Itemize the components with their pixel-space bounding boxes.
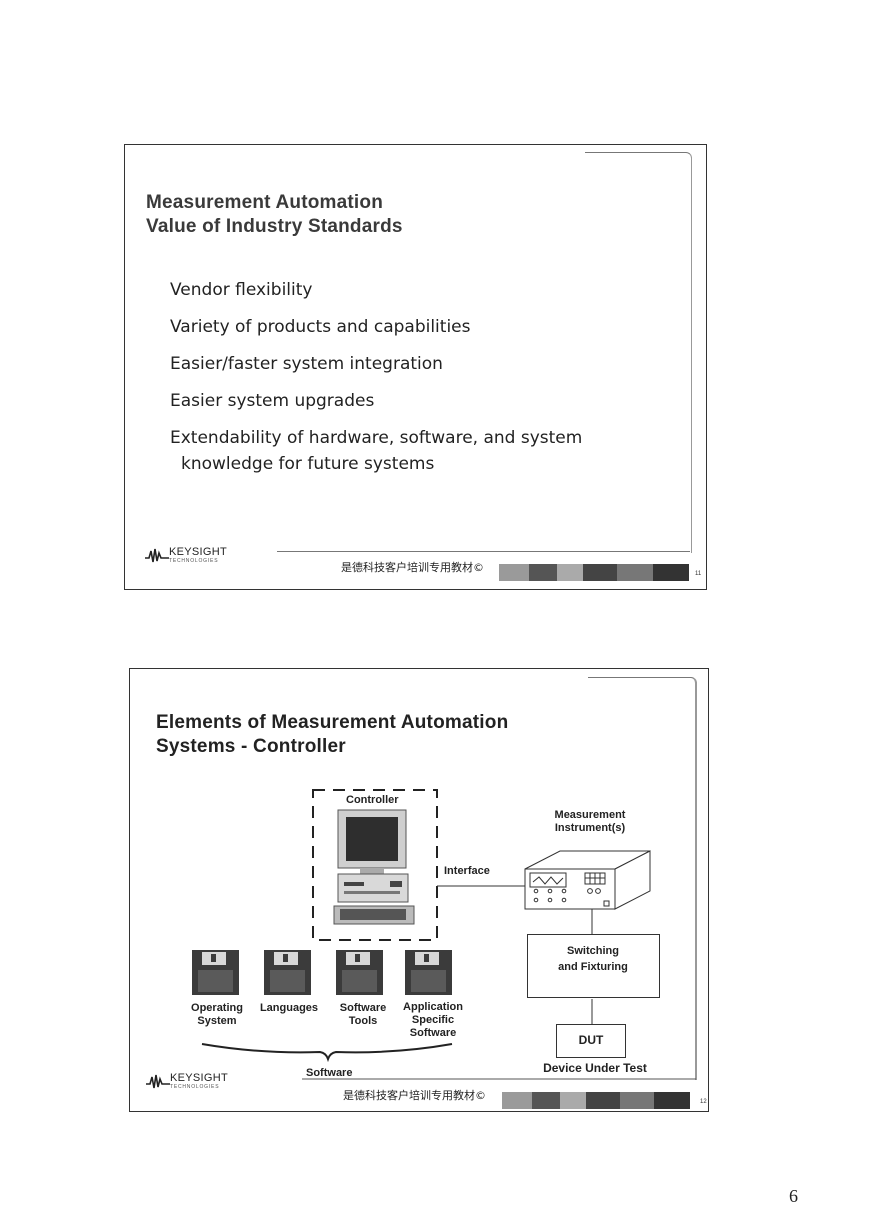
keysight-wave-icon: [145, 547, 169, 563]
logo-name: KEYSIGHT: [169, 547, 227, 558]
footer-image-strip: [502, 1092, 690, 1109]
slide-title-line2: Value of Industry Standards: [146, 215, 403, 239]
floppy-disk-icon: [336, 950, 383, 995]
software-item-label: Languages: [254, 1002, 324, 1015]
logo-subtitle: TECHNOLOGIES: [170, 1084, 228, 1090]
bullet-item: Easier/faster system integration: [170, 353, 582, 375]
dut-caption: Device Under Test: [530, 1062, 660, 1075]
page-curl-decoration: [585, 152, 692, 553]
bullet-item: Extendability of hardware, software, and…: [170, 427, 582, 449]
software-label: Software: [306, 1067, 352, 1080]
slide-number: 12: [700, 1099, 707, 1105]
logo-subtitle: TECHNOLOGIES: [169, 558, 227, 564]
footer-line: [277, 551, 690, 552]
slide-11: Measurement Automation Value of Industry…: [124, 144, 707, 590]
controller-label: Controller: [346, 794, 399, 807]
instrument-label: Measurement Instrument(s): [540, 809, 640, 835]
floppy-disk-icon: [264, 950, 311, 995]
bullet-item: Easier system upgrades: [170, 390, 582, 412]
slide-number: 11: [695, 571, 701, 577]
keysight-wave-icon: [146, 1073, 170, 1089]
bullet-item-continuation: knowledge for future systems: [181, 453, 582, 475]
slide-12: Elements of Measurement Automation Syste…: [129, 668, 709, 1112]
interface-label: Interface: [444, 865, 490, 878]
slide-title: Measurement Automation Value of Industry…: [146, 191, 403, 239]
software-item-label: Application Specific Software: [397, 1001, 469, 1040]
floppy-disk-icon: [192, 950, 239, 995]
slide-title-line1: Measurement Automation: [146, 191, 403, 215]
page-number: 6: [789, 1186, 798, 1207]
bullet-item: Vendor flexibility: [170, 279, 582, 301]
dut-label: DUT: [557, 1034, 625, 1047]
bullet-list: Vendor flexibility Variety of products a…: [170, 279, 582, 490]
measurement-instrument-icon: [525, 851, 650, 909]
floppy-disk-icon: [405, 950, 452, 995]
footer-image-strip: [499, 564, 689, 581]
software-item-label: Operating System: [182, 1002, 252, 1028]
footer-copyright: 是德科技客户培训专用教材©: [343, 1087, 486, 1103]
switching-fixturing-box: Switching and Fixturing: [527, 934, 660, 998]
keysight-logo: KEYSIGHT TECHNOLOGIES: [145, 547, 227, 564]
logo-name: KEYSIGHT: [170, 1073, 228, 1084]
footer-copyright: 是德科技客户培训专用教材©: [341, 559, 484, 575]
dut-box: DUT: [556, 1024, 626, 1058]
bullet-item: Variety of products and capabilities: [170, 316, 582, 338]
switching-label: Switching and Fixturing: [558, 943, 628, 975]
software-brace: [202, 1044, 452, 1059]
computer-icon: [334, 810, 414, 924]
keysight-logo: KEYSIGHT TECHNOLOGIES: [146, 1073, 228, 1090]
software-item-label: Software Tools: [334, 1002, 392, 1028]
